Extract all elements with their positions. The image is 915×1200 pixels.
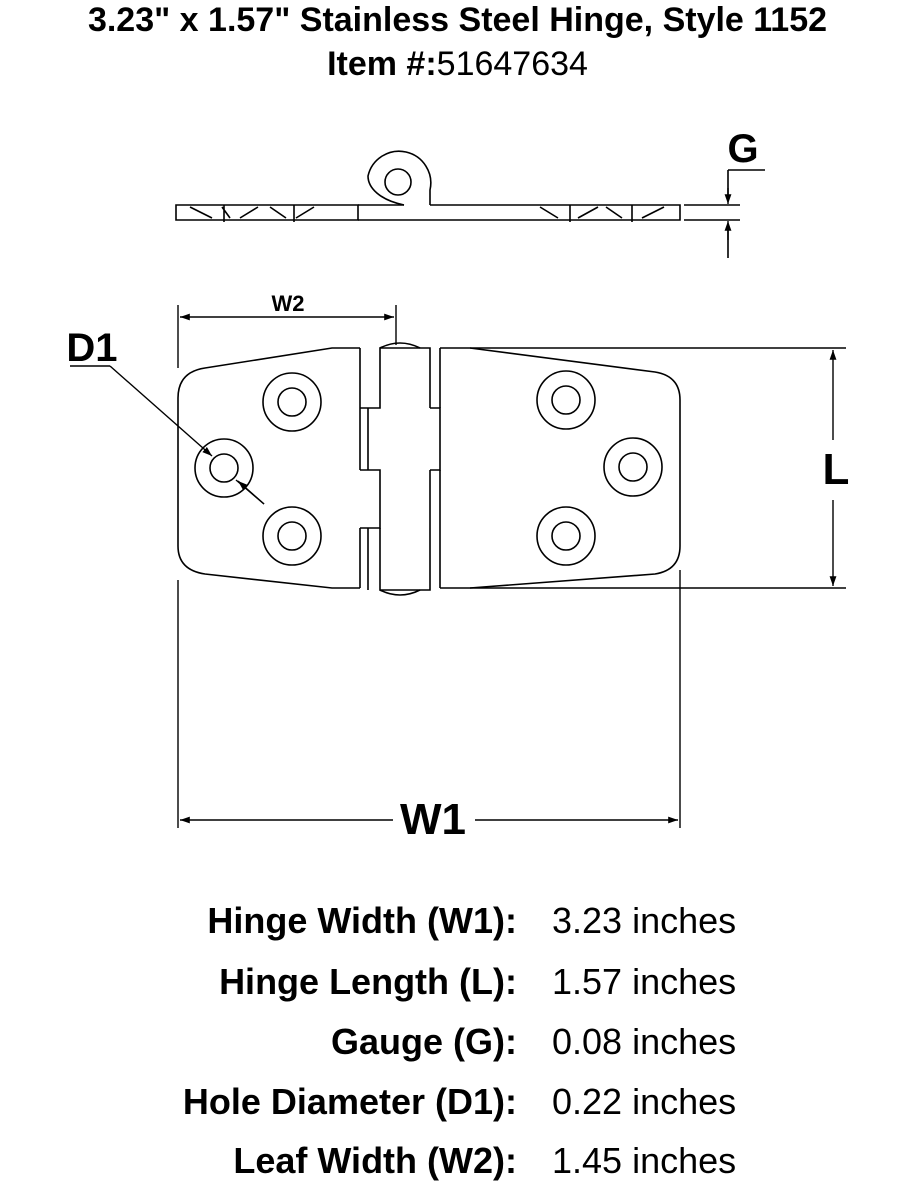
mounting-hole	[603, 437, 663, 497]
w1-label-bg	[393, 795, 475, 841]
hinge-side-view	[175, 150, 765, 258]
l-label-bg	[815, 440, 853, 500]
dim-label-g: G	[727, 127, 758, 171]
item-number-line: Item #:51647634	[0, 44, 915, 84]
w1-dimension	[177, 570, 681, 828]
spec-value: 0.22 inches	[552, 1081, 737, 1122]
spec-value: 0.08 inches	[552, 1021, 737, 1062]
left-leaf-outline	[177, 347, 360, 589]
mounting-hole	[536, 506, 596, 566]
mounting-hole	[194, 438, 254, 498]
dim-label-w2: W2	[272, 291, 305, 316]
spec-row-leaf-width: Leaf Width (W2): 1.45 inches	[0, 1140, 915, 1200]
spec-row-gauge: Gauge (G): 0.08 inches	[0, 1021, 915, 1081]
spec-row-hinge-width: Hinge Width (W1): 3.23 inches	[0, 900, 915, 960]
w2-dimension	[177, 305, 397, 368]
mounting-hole	[536, 370, 596, 430]
item-number-label: Item #:	[327, 45, 437, 83]
spec-row-hole-diameter: Hole Diameter (D1): 0.22 inches	[0, 1081, 915, 1141]
dim-label-w1: W1	[400, 795, 466, 844]
spec-value: 3.23 inches	[552, 900, 737, 941]
page-title: 3.23" x 1.57" Stainless Steel Hinge, Sty…	[87, 1, 828, 39]
dim-label-l: L	[823, 445, 850, 494]
spec-row-hinge-length: Hinge Length (L): 1.57 inches	[0, 961, 915, 1021]
spec-name: Hinge Width (W1):	[207, 900, 517, 941]
spec-name: Leaf Width (W2):	[233, 1140, 517, 1181]
right-leaf-outline	[440, 347, 681, 589]
d1-dimension	[70, 365, 265, 505]
spec-name: Hinge Length (L):	[219, 961, 517, 1002]
mounting-hole	[262, 372, 322, 432]
dim-label-d1: D1	[66, 326, 117, 370]
item-number-value: 51647634	[436, 45, 588, 83]
spec-name: Hole Diameter (D1):	[182, 1081, 517, 1122]
spec-value: 1.45 inches	[552, 1140, 737, 1181]
spec-value: 1.57 inches	[552, 961, 737, 1002]
spec-name: Gauge (G):	[331, 1021, 517, 1062]
mounting-hole	[262, 506, 322, 566]
hinge-technical-drawing: G W2 D1	[66, 127, 853, 844]
l-dimension	[470, 347, 846, 589]
mounting-holes	[194, 370, 663, 566]
hinge-front-view	[177, 342, 681, 596]
